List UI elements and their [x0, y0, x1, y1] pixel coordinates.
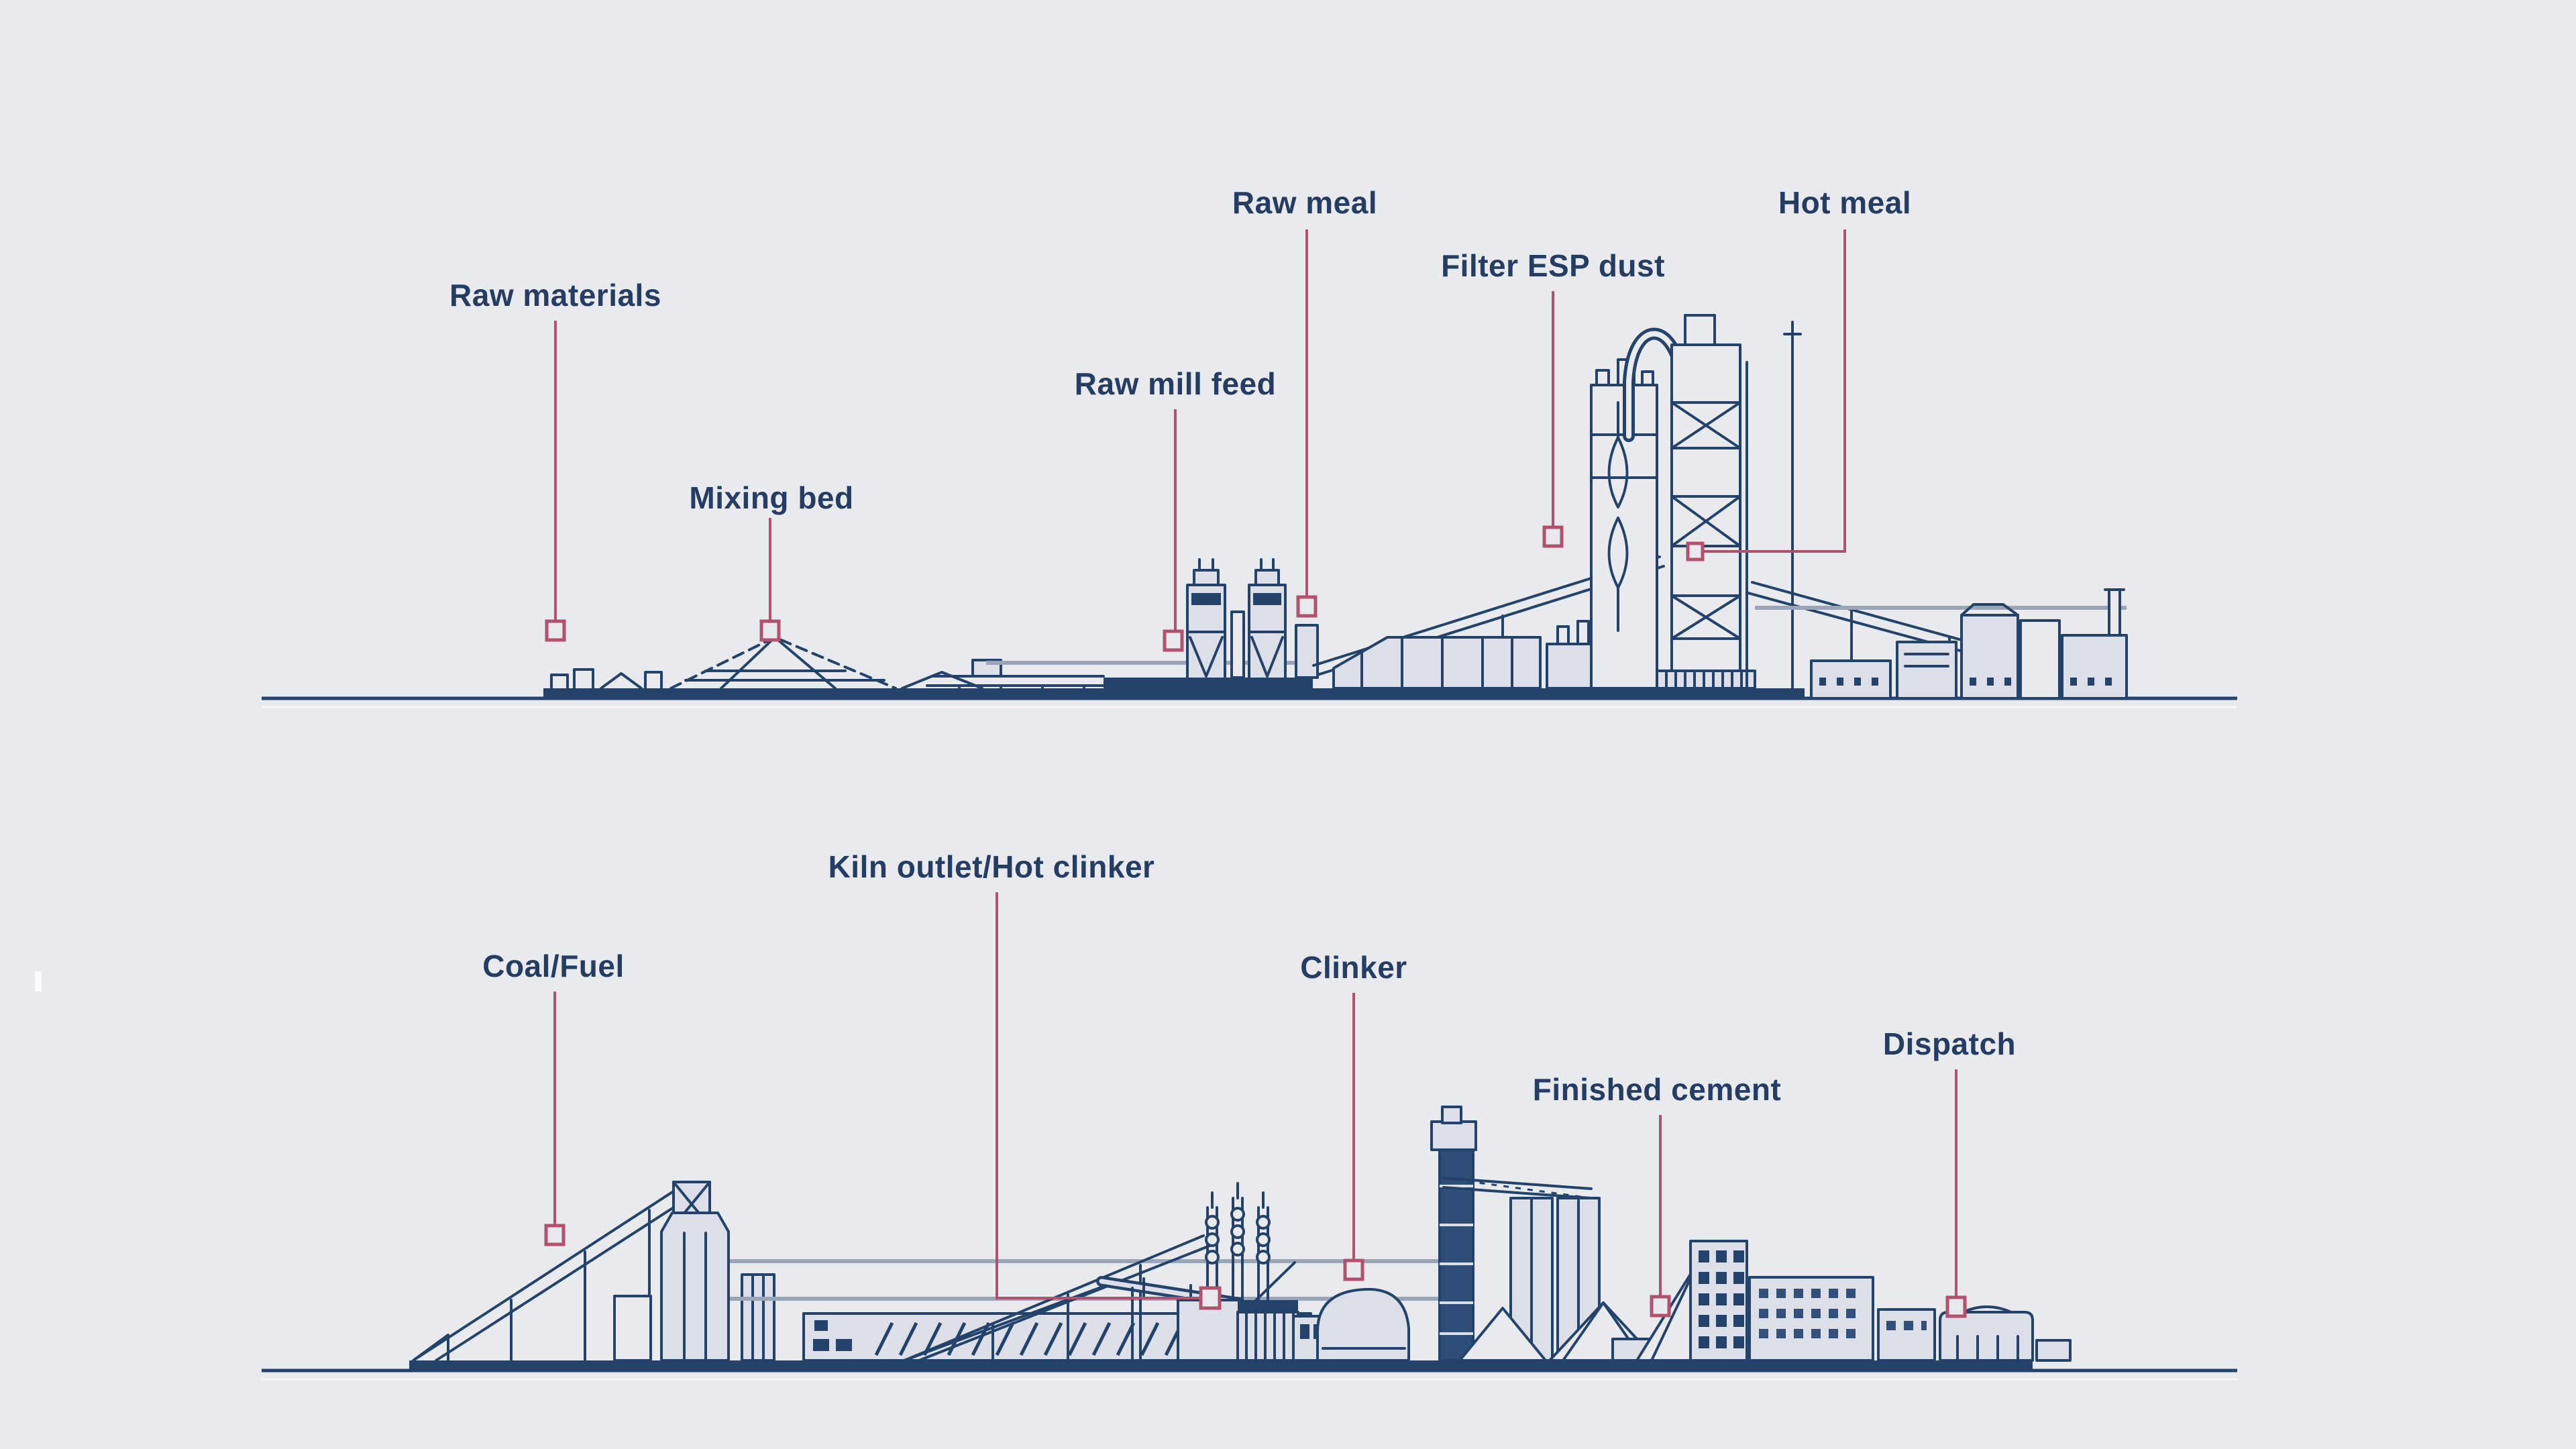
dispatch-warehouse: [1939, 1305, 2072, 1362]
hot-meal-marker: [1686, 541, 1705, 561]
clinker-outlet-conveyor: [1747, 581, 2127, 700]
mixing-bed-structure: [669, 636, 983, 690]
callout-filter-esp-dust: Filter ESP dust: [1441, 248, 1665, 548]
raw-mill-towers: [1104, 558, 1319, 690]
coal-fuel-marker: [544, 1224, 566, 1246]
callout-finished-cement: Finished cement: [1533, 1072, 1781, 1318]
raw-materials-stockpiles: [550, 668, 663, 690]
raw-meal-label: Raw meal: [1232, 185, 1377, 220]
raw-mill-feed-marker: [1163, 629, 1184, 652]
coal-silo-tower: [613, 1181, 775, 1362]
callout-hot-meal: Hot meal: [1686, 185, 1911, 561]
filter-esp-dust-marker: [1542, 525, 1564, 548]
callout-raw-materials: Raw materials: [449, 278, 661, 642]
filter-esp-dust-label: Filter ESP dust: [1441, 248, 1665, 283]
finished-cement-label: Finished cement: [1533, 1072, 1781, 1107]
preheater-tower: [1623, 314, 1802, 690]
finished-cement-marker: [1650, 1295, 1671, 1318]
storage-shed: [1332, 636, 1542, 690]
callout-coal-fuel: Coal/Fuel: [482, 949, 625, 1246]
mixing-bed-label: Mixing bed: [689, 480, 853, 515]
coal-conveyor: [412, 1185, 694, 1362]
callout-mixing-bed: Mixing bed: [689, 480, 853, 642]
cement-mill-tower: [1689, 1240, 1748, 1362]
raw-materials-label: Raw materials: [449, 278, 661, 313]
clinker-store-dome: [1316, 1288, 1410, 1362]
clinker-marker: [1343, 1258, 1364, 1281]
bottom-ground-band: [409, 1360, 2033, 1371]
coal-fuel-label: Coal/Fuel: [482, 949, 625, 983]
hot-meal-label: Hot meal: [1778, 185, 1911, 220]
top-scene-drawing: [262, 314, 2237, 708]
raw-meal-marker: [1296, 595, 1318, 618]
kiln-outlet-line: [996, 892, 1201, 1299]
raw-mill-feed-label: Raw mill feed: [1075, 366, 1276, 401]
callouts: Raw materials Mixing bed Raw mill feed R…: [449, 185, 2016, 1318]
bucket-elevator: [1430, 1106, 1477, 1362]
kiln-outlet-label: Kiln outlet/Hot clinker: [828, 849, 1155, 884]
kiln-outlet-marker: [1199, 1286, 1222, 1310]
burner-cyclone-towers: [1205, 1182, 1271, 1362]
callout-dispatch: Dispatch: [1883, 1026, 2016, 1318]
clinker-label: Clinker: [1300, 950, 1407, 985]
top-right-buildings: [1810, 588, 2128, 700]
dispatch-label: Dispatch: [1883, 1026, 2016, 1061]
dispatch-marker: [1945, 1295, 1967, 1318]
top-ground-band: [543, 688, 1805, 699]
callout-raw-meal: Raw meal: [1232, 185, 1377, 618]
mixing-bed-marker: [759, 619, 781, 642]
edge-artifact: [35, 971, 42, 991]
callout-clinker: Clinker: [1300, 950, 1407, 1281]
callout-kiln-outlet: Kiln outlet/Hot clinker: [828, 849, 1222, 1310]
raw-materials-marker: [545, 619, 566, 642]
bottom-scene-drawing: [262, 1106, 2237, 1381]
callout-raw-mill-feed: Raw mill feed: [1075, 366, 1276, 652]
hot-meal-line: [1703, 229, 1846, 553]
packing-plant-building: [1748, 1276, 1936, 1362]
